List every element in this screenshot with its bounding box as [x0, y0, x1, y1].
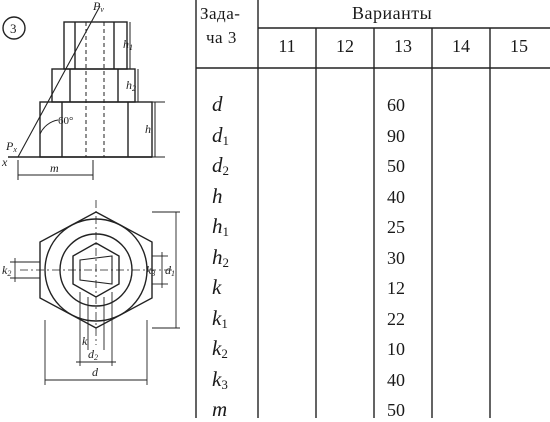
variant-number-13: 13 — [394, 36, 412, 56]
variant-13-value: 30 — [387, 247, 405, 268]
technical-drawing: 3 Pv h1 h2 h 60° Px x m k2 k3 d1 k d2 d — [1, 0, 180, 385]
param-label: h1 — [212, 214, 229, 239]
variant-number-12: 12 — [336, 36, 354, 56]
variant-13-value: 40 — [387, 186, 405, 207]
label-h2: h2 — [126, 78, 136, 93]
figure-number-circle — [2, 16, 26, 40]
cutting-plane-line — [17, 5, 101, 158]
label-k: k — [82, 334, 88, 348]
param-label: d2 — [212, 153, 229, 178]
label-angle: 60° — [58, 115, 73, 127]
label-px: Px — [5, 139, 17, 154]
variant-13-value: 40 — [387, 369, 405, 390]
param-label: h2 — [212, 244, 229, 270]
label-d1: d1 — [165, 263, 175, 278]
label-m: m — [50, 161, 59, 175]
task-header-line1: Зада- — [200, 4, 241, 23]
variant-13-value: 12 — [387, 278, 405, 298]
label-h: h — [145, 122, 151, 136]
variant-13-value: 90 — [387, 125, 405, 146]
param-label: d — [212, 92, 223, 116]
label-d: d — [92, 365, 99, 379]
variant-13-value: 10 — [387, 339, 405, 359]
param-label: m — [212, 397, 228, 421]
variant-number-14: 14 — [452, 36, 470, 56]
label-k3: k3 — [146, 263, 155, 278]
variant-13-value: 25 — [387, 217, 405, 237]
variant-13-value: 50 — [387, 400, 405, 420]
variants-header: Варианты — [352, 3, 433, 23]
hole-slot — [79, 255, 113, 285]
label-d2: d2 — [88, 347, 98, 362]
param-label: h — [212, 183, 223, 208]
param-label: d1 — [212, 122, 229, 148]
variant-number-11: 11 — [278, 36, 296, 56]
label-x: x — [1, 155, 8, 169]
label-k2: k2 — [2, 263, 11, 278]
variant-number-15: 15 — [510, 36, 528, 56]
variant-13-value: 22 — [387, 308, 405, 329]
figure-number: 3 — [10, 21, 17, 36]
task-header-line2: ча 3 — [206, 28, 237, 47]
variant-13-value: 50 — [387, 156, 405, 176]
param-label: k2 — [212, 336, 228, 361]
param-label: k1 — [212, 305, 228, 331]
label-h1: h1 — [123, 37, 133, 52]
param-label: k3 — [212, 366, 228, 392]
variant-13-value: 60 — [387, 95, 405, 115]
label-pv: Pv — [92, 0, 104, 14]
param-label: k — [212, 275, 222, 299]
